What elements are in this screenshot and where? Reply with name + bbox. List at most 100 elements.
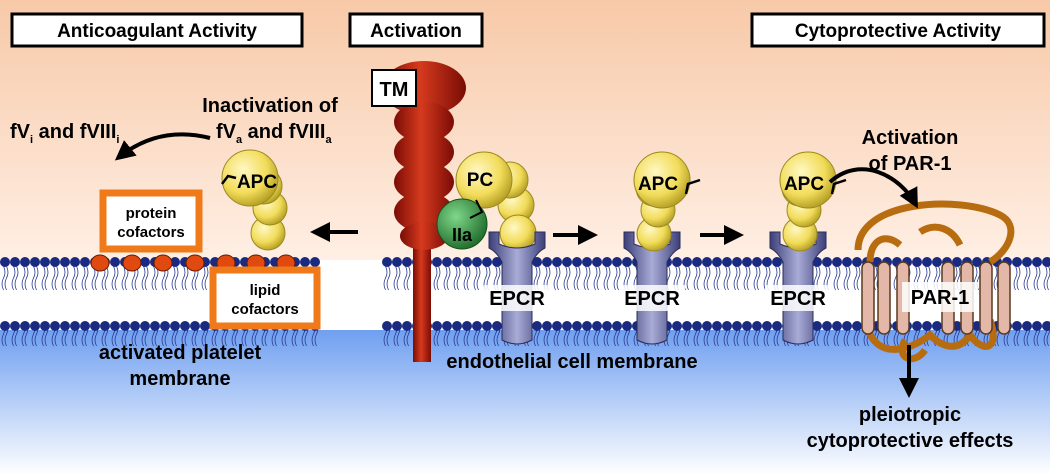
lipid-tail <box>733 265 741 291</box>
lipid-head <box>852 321 862 331</box>
lipid-tail <box>593 265 601 291</box>
lipid-head <box>562 321 572 331</box>
lipid-tail <box>723 265 731 291</box>
lipid-head <box>462 257 472 267</box>
apc-active-site <box>684 178 701 195</box>
lipid-head <box>842 321 852 331</box>
lipid-head <box>752 321 762 331</box>
lipid-tail <box>71 265 79 291</box>
inactivation-line1: Inactivation of <box>202 95 338 117</box>
par1-activation-line2: of PAR-1 <box>869 153 952 175</box>
lipid-tail <box>41 265 49 291</box>
pc-label: PC <box>467 170 494 191</box>
par1-label: PAR-1 <box>911 287 970 309</box>
lipid-tail <box>753 265 761 291</box>
lipid-head <box>762 257 772 267</box>
lipid-head <box>1012 321 1022 331</box>
lipid-head <box>612 257 622 267</box>
arrow-par1-activation <box>828 167 918 209</box>
lipid-head <box>40 321 50 331</box>
lipid-head <box>832 257 842 267</box>
lipid-tail <box>1 265 9 291</box>
apc-label: APC <box>784 174 824 195</box>
platelet-membrane-line2: membrane <box>129 368 230 390</box>
lipid-head <box>392 321 402 331</box>
lipid-tail <box>433 265 441 291</box>
inactivation-line2: fVa and fVIIIa <box>216 121 332 146</box>
lipid-head <box>170 257 180 267</box>
lipid-head <box>552 321 562 331</box>
lipid-tail <box>1013 265 1021 291</box>
lipid-head <box>532 321 542 331</box>
lipid-head <box>110 257 120 267</box>
lipid-head <box>1042 257 1050 267</box>
lipid-tail <box>573 265 581 291</box>
lipid-head <box>382 257 392 267</box>
platelet-membrane-line1: activated platelet <box>99 342 262 364</box>
lipid-head <box>482 257 492 267</box>
epcr-label-bg <box>484 285 550 311</box>
lipid-head <box>582 257 592 267</box>
lipid-head <box>200 321 210 331</box>
lipid-head <box>160 321 170 331</box>
effects-line1: pleiotropic <box>859 404 961 426</box>
lipid-head <box>462 321 472 331</box>
header-cytoprotective-text: Cytoprotective Activity <box>795 21 1002 42</box>
header-anticoagulant: Anticoagulant Activity <box>10 12 304 48</box>
lipid-head <box>60 257 70 267</box>
lipid-tail <box>403 265 411 291</box>
lipid-head <box>442 257 452 267</box>
lipid-head <box>392 257 402 267</box>
lipid-head <box>30 321 40 331</box>
protein-c-thrombin-complex: PC IIa <box>436 151 537 252</box>
lipid-tail <box>463 265 471 291</box>
lipid-tail <box>61 265 69 291</box>
lipid-tail <box>383 265 391 291</box>
lipid-head <box>80 257 90 267</box>
lipid-head <box>712 321 722 331</box>
lipid-head <box>552 257 562 267</box>
lipid-tail <box>843 265 851 291</box>
lipid-head <box>772 257 782 267</box>
lipid-head <box>542 321 552 331</box>
lipid-head <box>742 321 752 331</box>
lipid-tail <box>1033 265 1041 291</box>
lipid-head <box>382 321 392 331</box>
apc-label-platelet: APC <box>237 172 277 193</box>
lipid-head <box>310 257 320 267</box>
lipid-head <box>582 321 592 331</box>
lipid-tail <box>473 265 481 291</box>
lipid-head <box>190 321 200 331</box>
lipid-head <box>432 257 442 267</box>
lipid-tail <box>603 265 611 291</box>
lipid-head <box>300 257 310 267</box>
lipid-head <box>732 257 742 267</box>
lipid-head <box>922 321 932 331</box>
lipid-head <box>772 321 782 331</box>
lipid-head <box>602 257 612 267</box>
lipid-head <box>702 321 712 331</box>
lipid-head <box>952 257 962 267</box>
intracellular-background <box>0 330 1050 476</box>
lipid-head <box>672 321 682 331</box>
lipid-head <box>432 321 442 331</box>
lipid-head <box>622 321 632 331</box>
lipid-tail <box>743 265 751 291</box>
lipid-tail <box>713 265 721 291</box>
apc-domain <box>779 151 837 209</box>
lipid-tail <box>833 265 841 291</box>
lipid-head <box>50 321 60 331</box>
lipid-head <box>842 257 852 267</box>
lipid-head <box>682 321 692 331</box>
lipid-tail <box>111 265 119 291</box>
lipid-head <box>90 321 100 331</box>
lipid-head <box>852 257 862 267</box>
epcr-label: EPCR <box>489 288 545 310</box>
arrow-inactivation <box>114 132 211 161</box>
lipid-head <box>140 257 150 267</box>
lipid-head <box>612 321 622 331</box>
lipid-head <box>1032 257 1042 267</box>
apc-domain <box>633 151 691 209</box>
